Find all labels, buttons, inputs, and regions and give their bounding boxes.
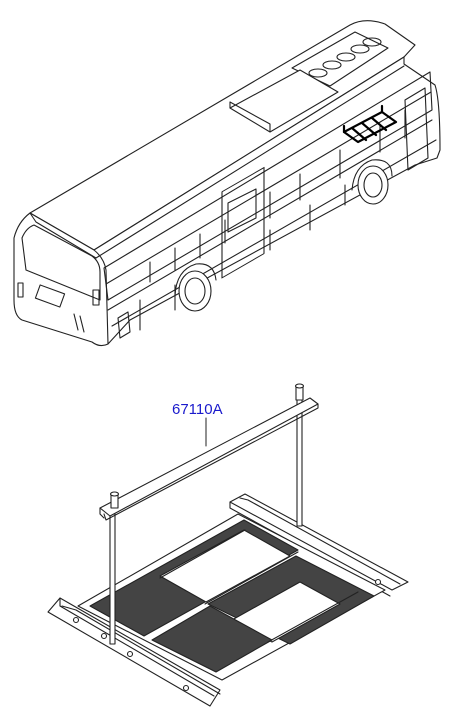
rear-license-plate — [34, 284, 66, 308]
rear-wheel — [174, 263, 217, 312]
side-window-band — [103, 71, 433, 301]
rear-lamp-right — [92, 289, 100, 306]
roof-frame-location-marker — [342, 104, 398, 144]
bus-illustration — [13, 20, 441, 347]
bolt-right — [294, 383, 305, 401]
bus-rear — [13, 212, 109, 347]
part-number-label[interactable]: 67110A — [172, 401, 223, 418]
frame-post-left — [109, 513, 116, 645]
rear-lamp-left — [17, 282, 24, 298]
roof-frame-detail — [47, 383, 409, 707]
front-wheel — [351, 159, 393, 205]
frame-base-rail-left — [47, 597, 221, 707]
callout-67110A[interactable]: 67110A — [172, 401, 223, 447]
side-door — [221, 166, 265, 279]
bolt-left — [109, 491, 120, 509]
frame-base-rail-right — [229, 493, 409, 591]
